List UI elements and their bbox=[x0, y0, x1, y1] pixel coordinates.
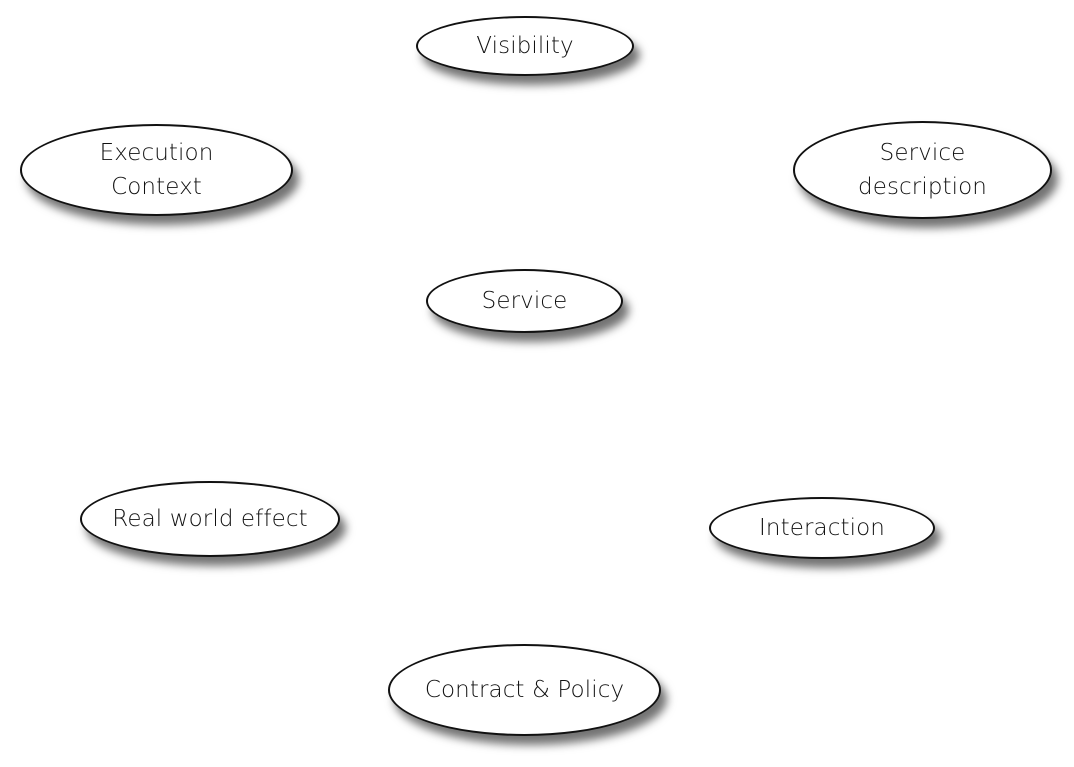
execution-context-label: Execution Context bbox=[100, 136, 214, 204]
real-world-effect-label: Real world effect bbox=[112, 506, 308, 532]
service-description-label-line-1: Service bbox=[879, 140, 966, 166]
service-description-label-line-2: description bbox=[858, 174, 987, 200]
execution-context-label-line-1: Execution bbox=[99, 140, 214, 166]
contract-policy-label: Contract & Policy bbox=[424, 677, 625, 703]
service-label: Service bbox=[481, 288, 568, 314]
service-description-node: Service description bbox=[793, 121, 1052, 219]
contract-policy-node: Contract & Policy bbox=[388, 644, 661, 736]
service-description-label: Service description bbox=[858, 136, 987, 204]
visibility-label: Visibility bbox=[476, 33, 574, 59]
visibility-node: Visibility bbox=[416, 16, 634, 76]
service-node: Service bbox=[426, 269, 623, 333]
interaction-label: Interaction bbox=[759, 515, 885, 541]
execution-context-label-line-2: Context bbox=[111, 174, 202, 200]
interaction-node: Interaction bbox=[709, 497, 935, 559]
real-world-effect-node: Real world effect bbox=[80, 481, 340, 557]
execution-context-node: Execution Context bbox=[20, 124, 293, 216]
